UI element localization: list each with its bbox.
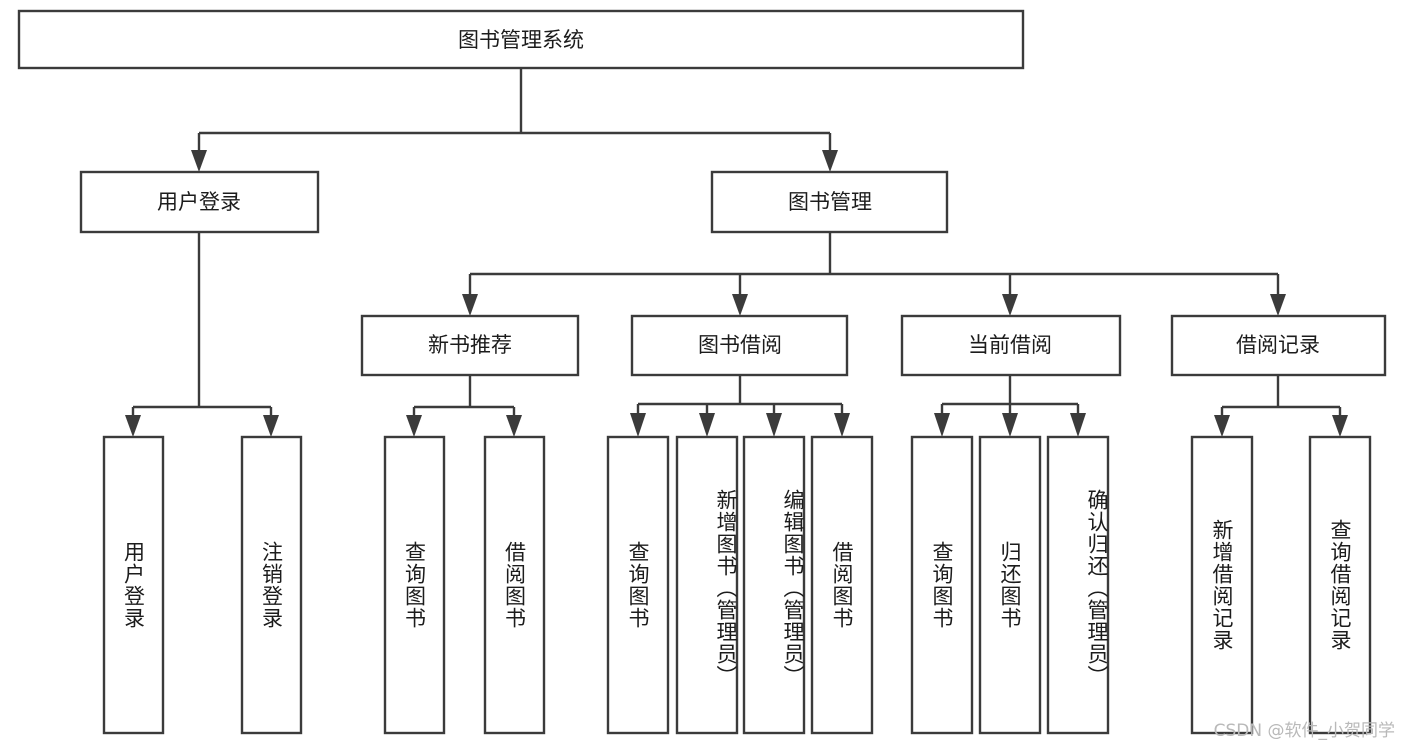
node-root-label: 图书管理系统	[458, 28, 584, 52]
connector-new-book-rec-bus	[412, 375, 516, 425]
node-leaf-borrow-book-1[interactable]	[483, 435, 546, 735]
connector-borrow-record-bus	[1220, 375, 1342, 425]
node-borrow-record-label: 借阅记录	[1236, 333, 1320, 357]
watermark-text: CSDN @软件_小贺同学	[1213, 721, 1395, 741]
arrow-to-leaf-edit-book	[766, 413, 782, 437]
arrow-to-leaf-query-book-1	[406, 415, 422, 437]
connector-user-login-bus	[131, 232, 273, 425]
node-root[interactable]	[17, 9, 1025, 70]
arrow-to-leaf-user-logout	[263, 415, 279, 437]
arrow-to-book-borrow	[732, 294, 748, 316]
node-borrow-record[interactable]	[1170, 314, 1387, 377]
node-new-book-rec-label: 新书推荐	[428, 333, 512, 357]
node-user-login-label: 用户登录	[157, 190, 241, 214]
node-book-manage-label: 图书管理	[788, 190, 872, 214]
node-layer	[17, 9, 1387, 735]
node-user-login[interactable]	[79, 170, 320, 234]
connector-book-borrow-bus	[636, 375, 844, 425]
arrow-to-leaf-query-book-3	[934, 413, 950, 437]
arrow-to-leaf-borrow-book-1	[506, 415, 522, 437]
arrow-to-book-manage	[822, 150, 838, 172]
node-leaf-query-book-3[interactable]	[910, 435, 974, 735]
arrow-to-leaf-query-book-2	[630, 413, 646, 437]
arrow-to-leaf-add-record	[1214, 415, 1230, 437]
arrow-to-new-book-rec	[462, 294, 478, 316]
arrow-to-leaf-add-book	[699, 413, 715, 437]
node-leaf-user-login[interactable]	[102, 435, 165, 735]
node-current-borrow-label: 当前借阅	[968, 333, 1052, 357]
arrow-to-leaf-confirm-return	[1070, 413, 1086, 437]
arrow-to-current-borrow	[1002, 294, 1018, 316]
label-layer: 图书管理系统 用户登录 图书管理 新书推荐 图书借阅 当前借阅 借阅记录	[157, 28, 1320, 357]
node-leaf-borrow-book-2[interactable]	[810, 435, 874, 735]
node-book-borrow-label: 图书借阅	[698, 333, 782, 357]
node-book-borrow[interactable]	[630, 314, 849, 377]
arrow-to-leaf-query-record	[1332, 415, 1348, 437]
node-leaf-add-record[interactable]	[1190, 435, 1254, 735]
node-leaf-query-record[interactable]	[1308, 435, 1372, 735]
connector-layer	[125, 68, 1348, 437]
node-book-manage[interactable]	[710, 170, 949, 234]
arrow-to-leaf-borrow-book-2	[834, 413, 850, 437]
arrow-to-leaf-return-book	[1002, 413, 1018, 437]
node-leaf-confirm-return[interactable]	[1046, 435, 1110, 735]
node-leaf-user-logout[interactable]	[240, 435, 303, 735]
connector-root-bus	[197, 68, 832, 160]
connector-book-manage-bus	[468, 232, 1280, 302]
node-current-borrow[interactable]	[900, 314, 1122, 377]
node-leaf-query-book-1[interactable]	[383, 435, 446, 735]
arrow-to-borrow-record	[1270, 294, 1286, 316]
node-leaf-edit-book[interactable]	[742, 435, 806, 735]
node-leaf-return-book[interactable]	[978, 435, 1042, 735]
node-leaf-query-book-2[interactable]	[606, 435, 670, 735]
node-new-book-rec[interactable]	[360, 314, 580, 377]
arrow-to-leaf-user-login	[125, 415, 141, 437]
arrow-to-user-login	[191, 150, 207, 172]
node-leaf-add-book[interactable]	[675, 435, 739, 735]
